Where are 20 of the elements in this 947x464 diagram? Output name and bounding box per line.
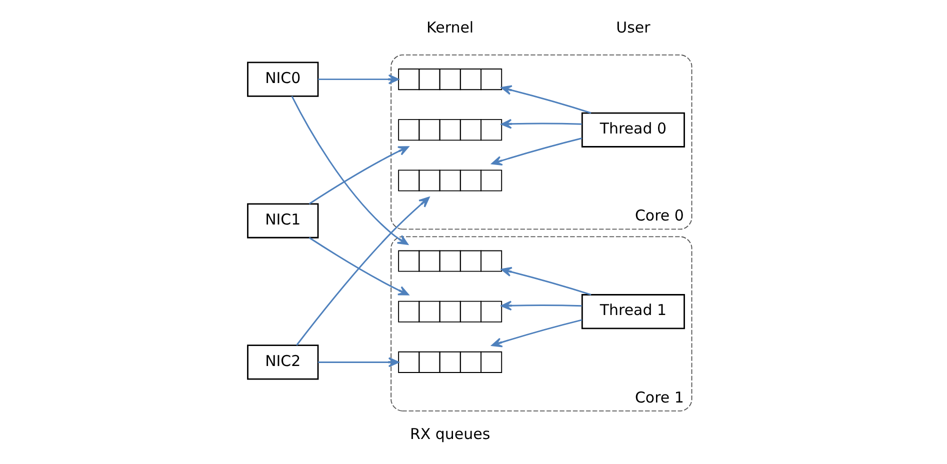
arrow bbox=[308, 146, 409, 204]
arrow bbox=[501, 118, 582, 129]
arrow bbox=[318, 74, 400, 84]
label: Kernel bbox=[426, 18, 474, 36]
node-box: Thread 1 bbox=[581, 294, 685, 330]
label: User bbox=[616, 18, 650, 36]
arrow bbox=[501, 266, 592, 296]
node-box: Thread 0 bbox=[581, 112, 685, 148]
arrow bbox=[318, 357, 400, 368]
arrow bbox=[296, 196, 430, 346]
arrow bbox=[491, 137, 582, 166]
arrow bbox=[501, 300, 582, 311]
node-box: NIC0 bbox=[247, 62, 319, 97]
arrow bbox=[291, 96, 408, 245]
arrow bbox=[491, 319, 582, 348]
label: RX queues bbox=[410, 424, 490, 443]
arrow bbox=[501, 85, 592, 114]
node-box: NIC2 bbox=[247, 344, 319, 380]
node-box: NIC1 bbox=[247, 203, 319, 238]
arrow bbox=[308, 237, 409, 296]
